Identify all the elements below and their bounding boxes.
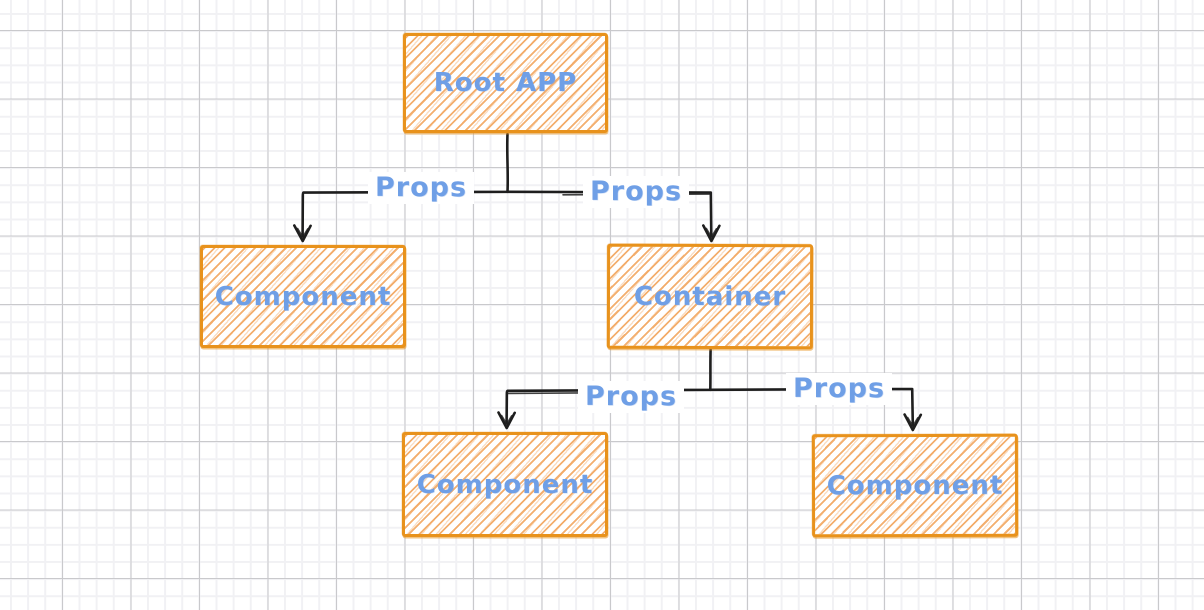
edge-label-props-container-component-bl[interactable]: Props [578,381,685,413]
node-component-bottom-left[interactable]: Component [402,432,608,537]
arrowhead-down-icon [296,227,309,238]
arrowhead-down-icon [293,224,312,243]
arrowhead-down-icon [702,224,721,243]
node-component-left[interactable]: Component [200,245,406,348]
arrowhead-down-icon [497,411,516,430]
node-component-left-label: Component [214,281,392,312]
node-root-app-label: Root APP [433,68,578,98]
node-component-bottom-left-label: Component [416,469,594,500]
node-root-app[interactable]: Root APP [403,33,608,133]
edge-label-props-root-component-left[interactable]: Props [368,172,475,204]
arrowhead-down-icon [903,413,923,432]
node-component-bottom-right-label: Component [826,470,1004,501]
arrowhead-down-icon [906,416,919,427]
edge-label-props-root-container[interactable]: Props [583,176,690,208]
arrowhead-down-icon [705,227,718,238]
arrowhead-down-icon [500,414,513,425]
edge-label-props-container-component-br[interactable]: Props [786,373,893,405]
node-container-label: Container [633,281,787,312]
node-container[interactable]: Container [606,243,814,350]
node-component-bottom-right[interactable]: Component [811,433,1019,538]
